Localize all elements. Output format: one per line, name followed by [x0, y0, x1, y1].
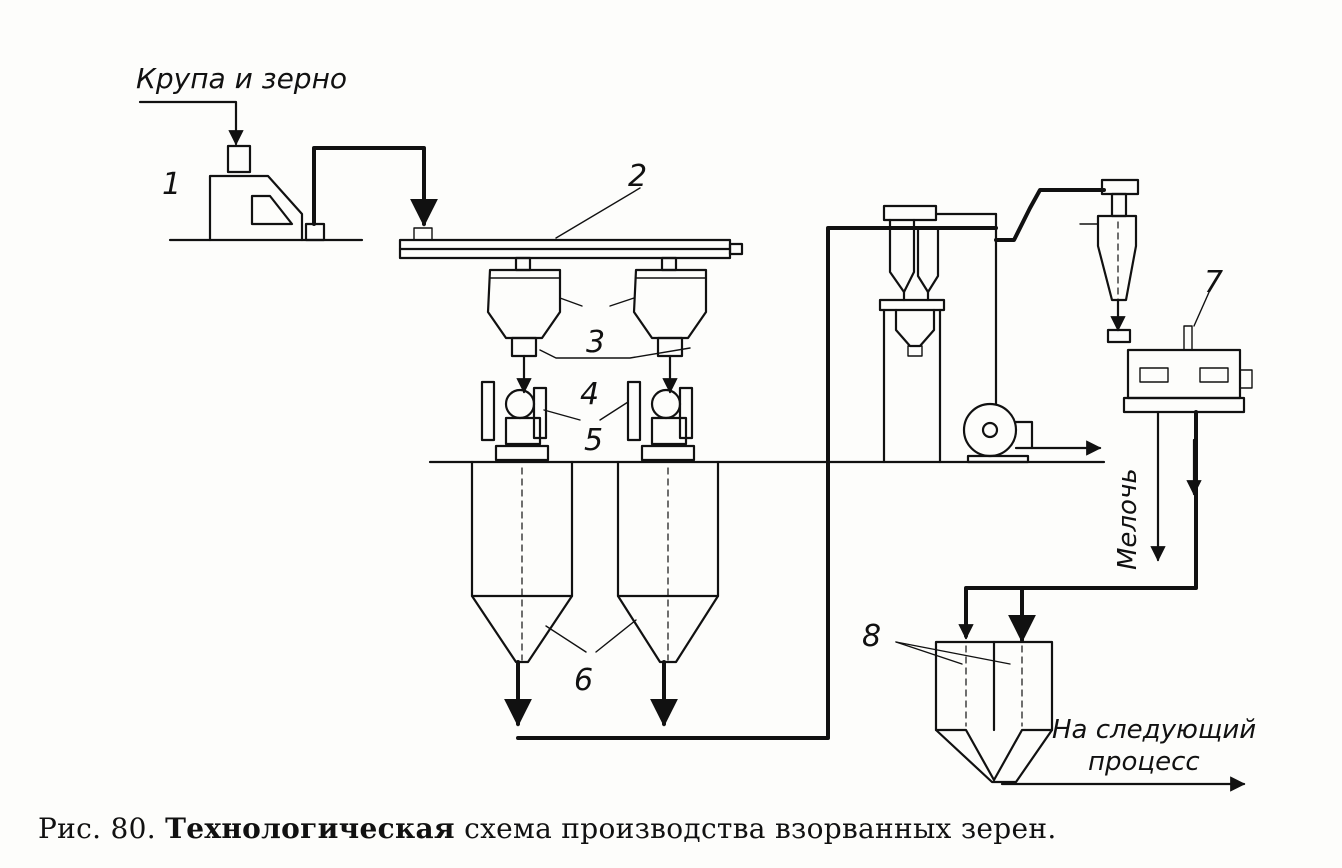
- next-process-label-line2: процесс: [1088, 747, 1200, 777]
- caption-figure-ref: Рис. 80.: [38, 812, 156, 845]
- figure-caption: Рис. 80. Технологическая схема производс…: [38, 812, 1057, 845]
- label-number-1: 1: [162, 167, 181, 202]
- hopper-3-left: [486, 256, 562, 358]
- input-feed: [138, 100, 244, 146]
- bin-6-right: [616, 460, 720, 664]
- leader-lines-3-4: [539, 297, 691, 359]
- machine-1-separator: [168, 144, 364, 242]
- cyclone-station: [878, 204, 998, 464]
- transport-pipe: [994, 188, 1106, 242]
- leader-lines-5: [543, 401, 629, 421]
- bin-6-left: [470, 460, 574, 664]
- screw-conveyor-2: [398, 187, 744, 260]
- label-number-7: 7: [1204, 265, 1223, 300]
- fines-label: Мелочь: [1113, 468, 1143, 570]
- fan-blower: [962, 212, 1102, 464]
- puffing-gun-5-left: [480, 354, 550, 462]
- label-number-8: 8: [862, 619, 881, 654]
- leader-lines-6: [545, 619, 637, 653]
- label-number-6: 6: [574, 663, 593, 698]
- label-number-3: 3: [586, 325, 605, 360]
- discharge-line: [504, 226, 998, 740]
- label-number-4: 4: [580, 377, 599, 412]
- input-label: Крупа и зерно: [136, 62, 347, 95]
- feed-cyclone: [1079, 178, 1140, 344]
- next-process-label-line1: На следующий: [1052, 715, 1256, 745]
- storage-bins-8: [895, 586, 1246, 792]
- caption-title-bold: Технологическая: [165, 812, 455, 845]
- conveyor-link-1-2: [312, 146, 438, 227]
- caption-title-rest: схема производства взорванных зерен.: [464, 812, 1057, 845]
- hopper-3-right: [632, 256, 708, 358]
- label-number-5: 5: [584, 423, 603, 458]
- label-number-2: 2: [628, 159, 647, 194]
- puffing-gun-5-right: [626, 354, 696, 462]
